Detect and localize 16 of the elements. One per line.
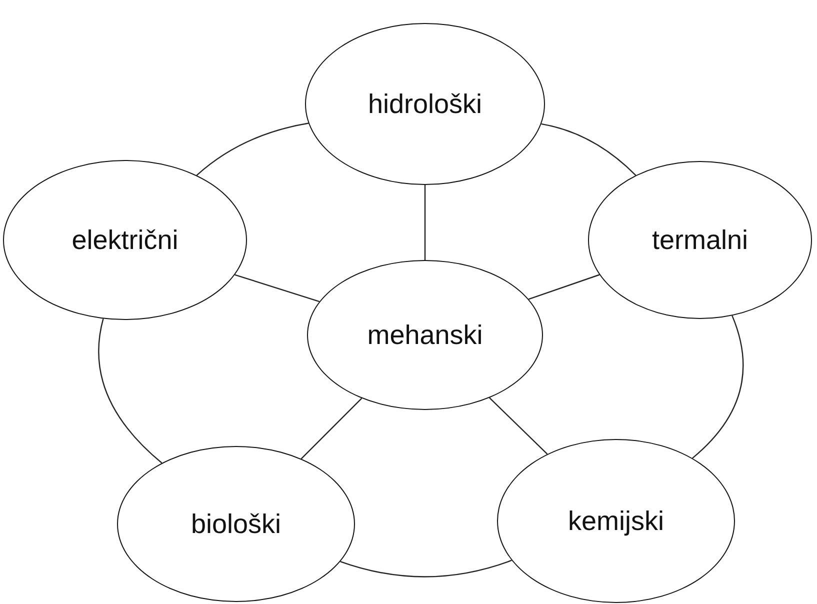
node-label: električni	[72, 224, 178, 256]
connector-line	[692, 315, 744, 459]
node-label: mehanski	[367, 320, 483, 350]
node-label: hidrološki	[368, 88, 482, 120]
node-label: biološki	[190, 508, 282, 540]
connector-line	[300, 398, 362, 460]
connector-line	[541, 123, 636, 176]
connector-line	[528, 274, 600, 300]
node-label: kemijski	[568, 506, 664, 536]
connector-line	[424, 185, 426, 260]
connector-line	[98, 318, 162, 464]
connector-line	[234, 274, 320, 302]
connector-line	[489, 397, 548, 454]
node-label: termalni	[652, 224, 748, 256]
connector-line	[340, 560, 512, 578]
connector-line	[196, 122, 309, 176]
